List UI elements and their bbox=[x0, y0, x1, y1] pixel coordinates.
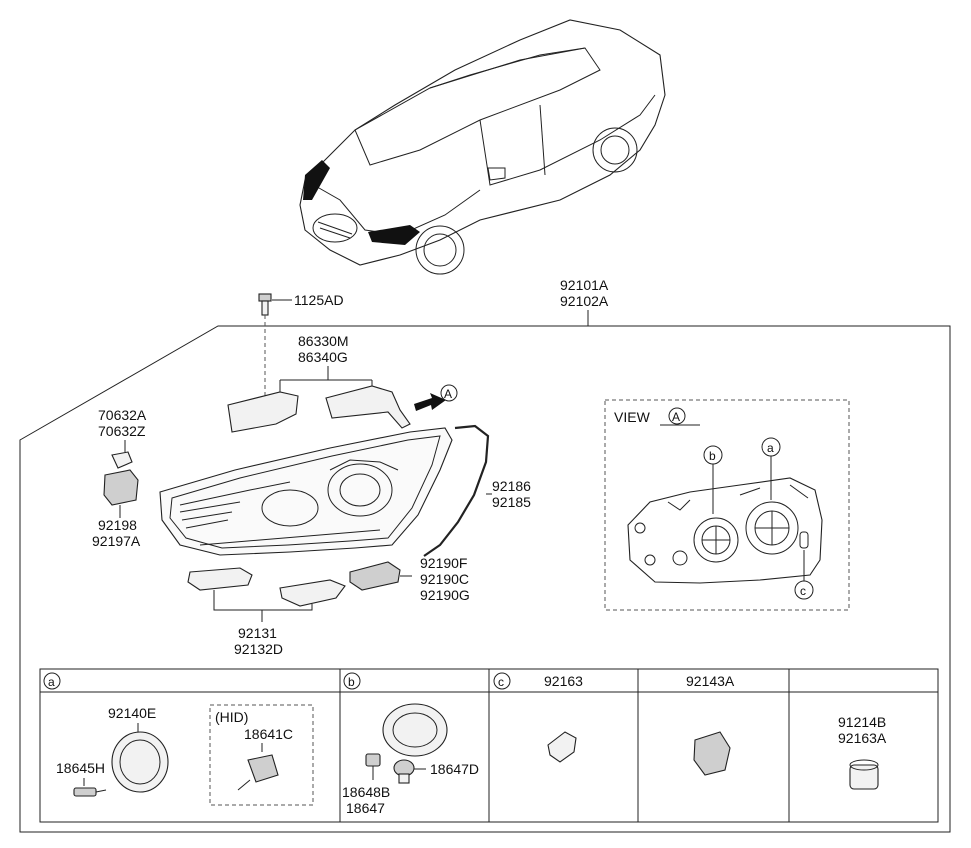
bulb-b-label-2: 18647 bbox=[346, 800, 385, 816]
actuator-label-2: 92197A bbox=[92, 533, 141, 549]
view-callout-a: a bbox=[767, 441, 774, 455]
bracket-label-2: 86340G bbox=[298, 349, 348, 365]
hid-bulb-label: 18641C bbox=[244, 726, 293, 742]
lower-bracket-left bbox=[187, 567, 253, 591]
car-illustration bbox=[299, 19, 666, 275]
bulb-b-label-1: 18648B bbox=[342, 784, 390, 800]
cover-ring-part bbox=[382, 703, 448, 757]
actuator-part bbox=[103, 469, 139, 506]
assembly-label-1: 92101A bbox=[560, 277, 609, 293]
parts-table bbox=[39, 668, 939, 823]
ballast-label-2: 92190C bbox=[420, 571, 469, 587]
assembly-frame bbox=[19, 325, 951, 833]
bracket-label-1: 86330M bbox=[298, 333, 349, 349]
ballast-part bbox=[349, 561, 401, 591]
view-a-box bbox=[604, 399, 850, 611]
sleeve-part bbox=[849, 759, 879, 790]
view-callout-c: c bbox=[800, 584, 806, 598]
hid-bulb-part bbox=[237, 754, 279, 791]
arrow-marker: A bbox=[444, 387, 452, 401]
bolt-label: 1125AD bbox=[294, 292, 344, 308]
seal-label-2: 92185 bbox=[492, 494, 531, 510]
rubber-boot-part bbox=[547, 731, 577, 763]
view-label: VIEW bbox=[614, 409, 651, 425]
hid-label: (HID) bbox=[215, 709, 248, 725]
bracket-right bbox=[325, 385, 411, 429]
module-part bbox=[693, 731, 731, 776]
headlamp-rear-view bbox=[627, 477, 823, 584]
bulb-label: 18645H bbox=[56, 760, 105, 776]
bolt-part bbox=[258, 293, 292, 400]
socket-label: 18647D bbox=[430, 761, 479, 777]
seal-label-1: 92186 bbox=[492, 478, 531, 494]
assembly-label-2: 92102A bbox=[560, 293, 609, 309]
clip-label-2: 70632Z bbox=[98, 423, 146, 439]
lower-bracket-right bbox=[279, 579, 346, 607]
ballast-label-3: 92190G bbox=[420, 587, 470, 603]
bulb-b-part bbox=[365, 753, 381, 780]
actuator-label-1: 92198 bbox=[98, 517, 137, 533]
col-a-letter: a bbox=[48, 675, 55, 689]
hid-box bbox=[209, 704, 314, 806]
clip-label-1: 70632A bbox=[98, 407, 147, 423]
cap-label: 92140E bbox=[108, 705, 156, 721]
view-arrow bbox=[414, 393, 446, 411]
col-b-letter: b bbox=[348, 675, 355, 689]
col-e-label-1: 91214B bbox=[838, 714, 886, 730]
halogen-bulb-part bbox=[73, 787, 107, 797]
view-callout-b: b bbox=[709, 449, 716, 463]
seal-part bbox=[423, 424, 490, 557]
col-c-letter: c bbox=[498, 675, 504, 689]
col-c-header: 92163 bbox=[544, 673, 583, 689]
clip-part bbox=[111, 451, 133, 469]
lower-bracket-label-2: 92132D bbox=[234, 641, 283, 657]
col-e-label-2: 92163A bbox=[838, 730, 887, 746]
dust-cap-part bbox=[111, 731, 169, 793]
lower-bracket-label-1: 92131 bbox=[238, 625, 277, 641]
view-marker: A bbox=[672, 410, 680, 424]
ballast-label-1: 92190F bbox=[420, 555, 467, 571]
col-d-header: 92143A bbox=[686, 673, 735, 689]
headlamp-assembly bbox=[159, 427, 453, 556]
bracket-left bbox=[227, 391, 299, 433]
socket-part bbox=[393, 759, 426, 784]
